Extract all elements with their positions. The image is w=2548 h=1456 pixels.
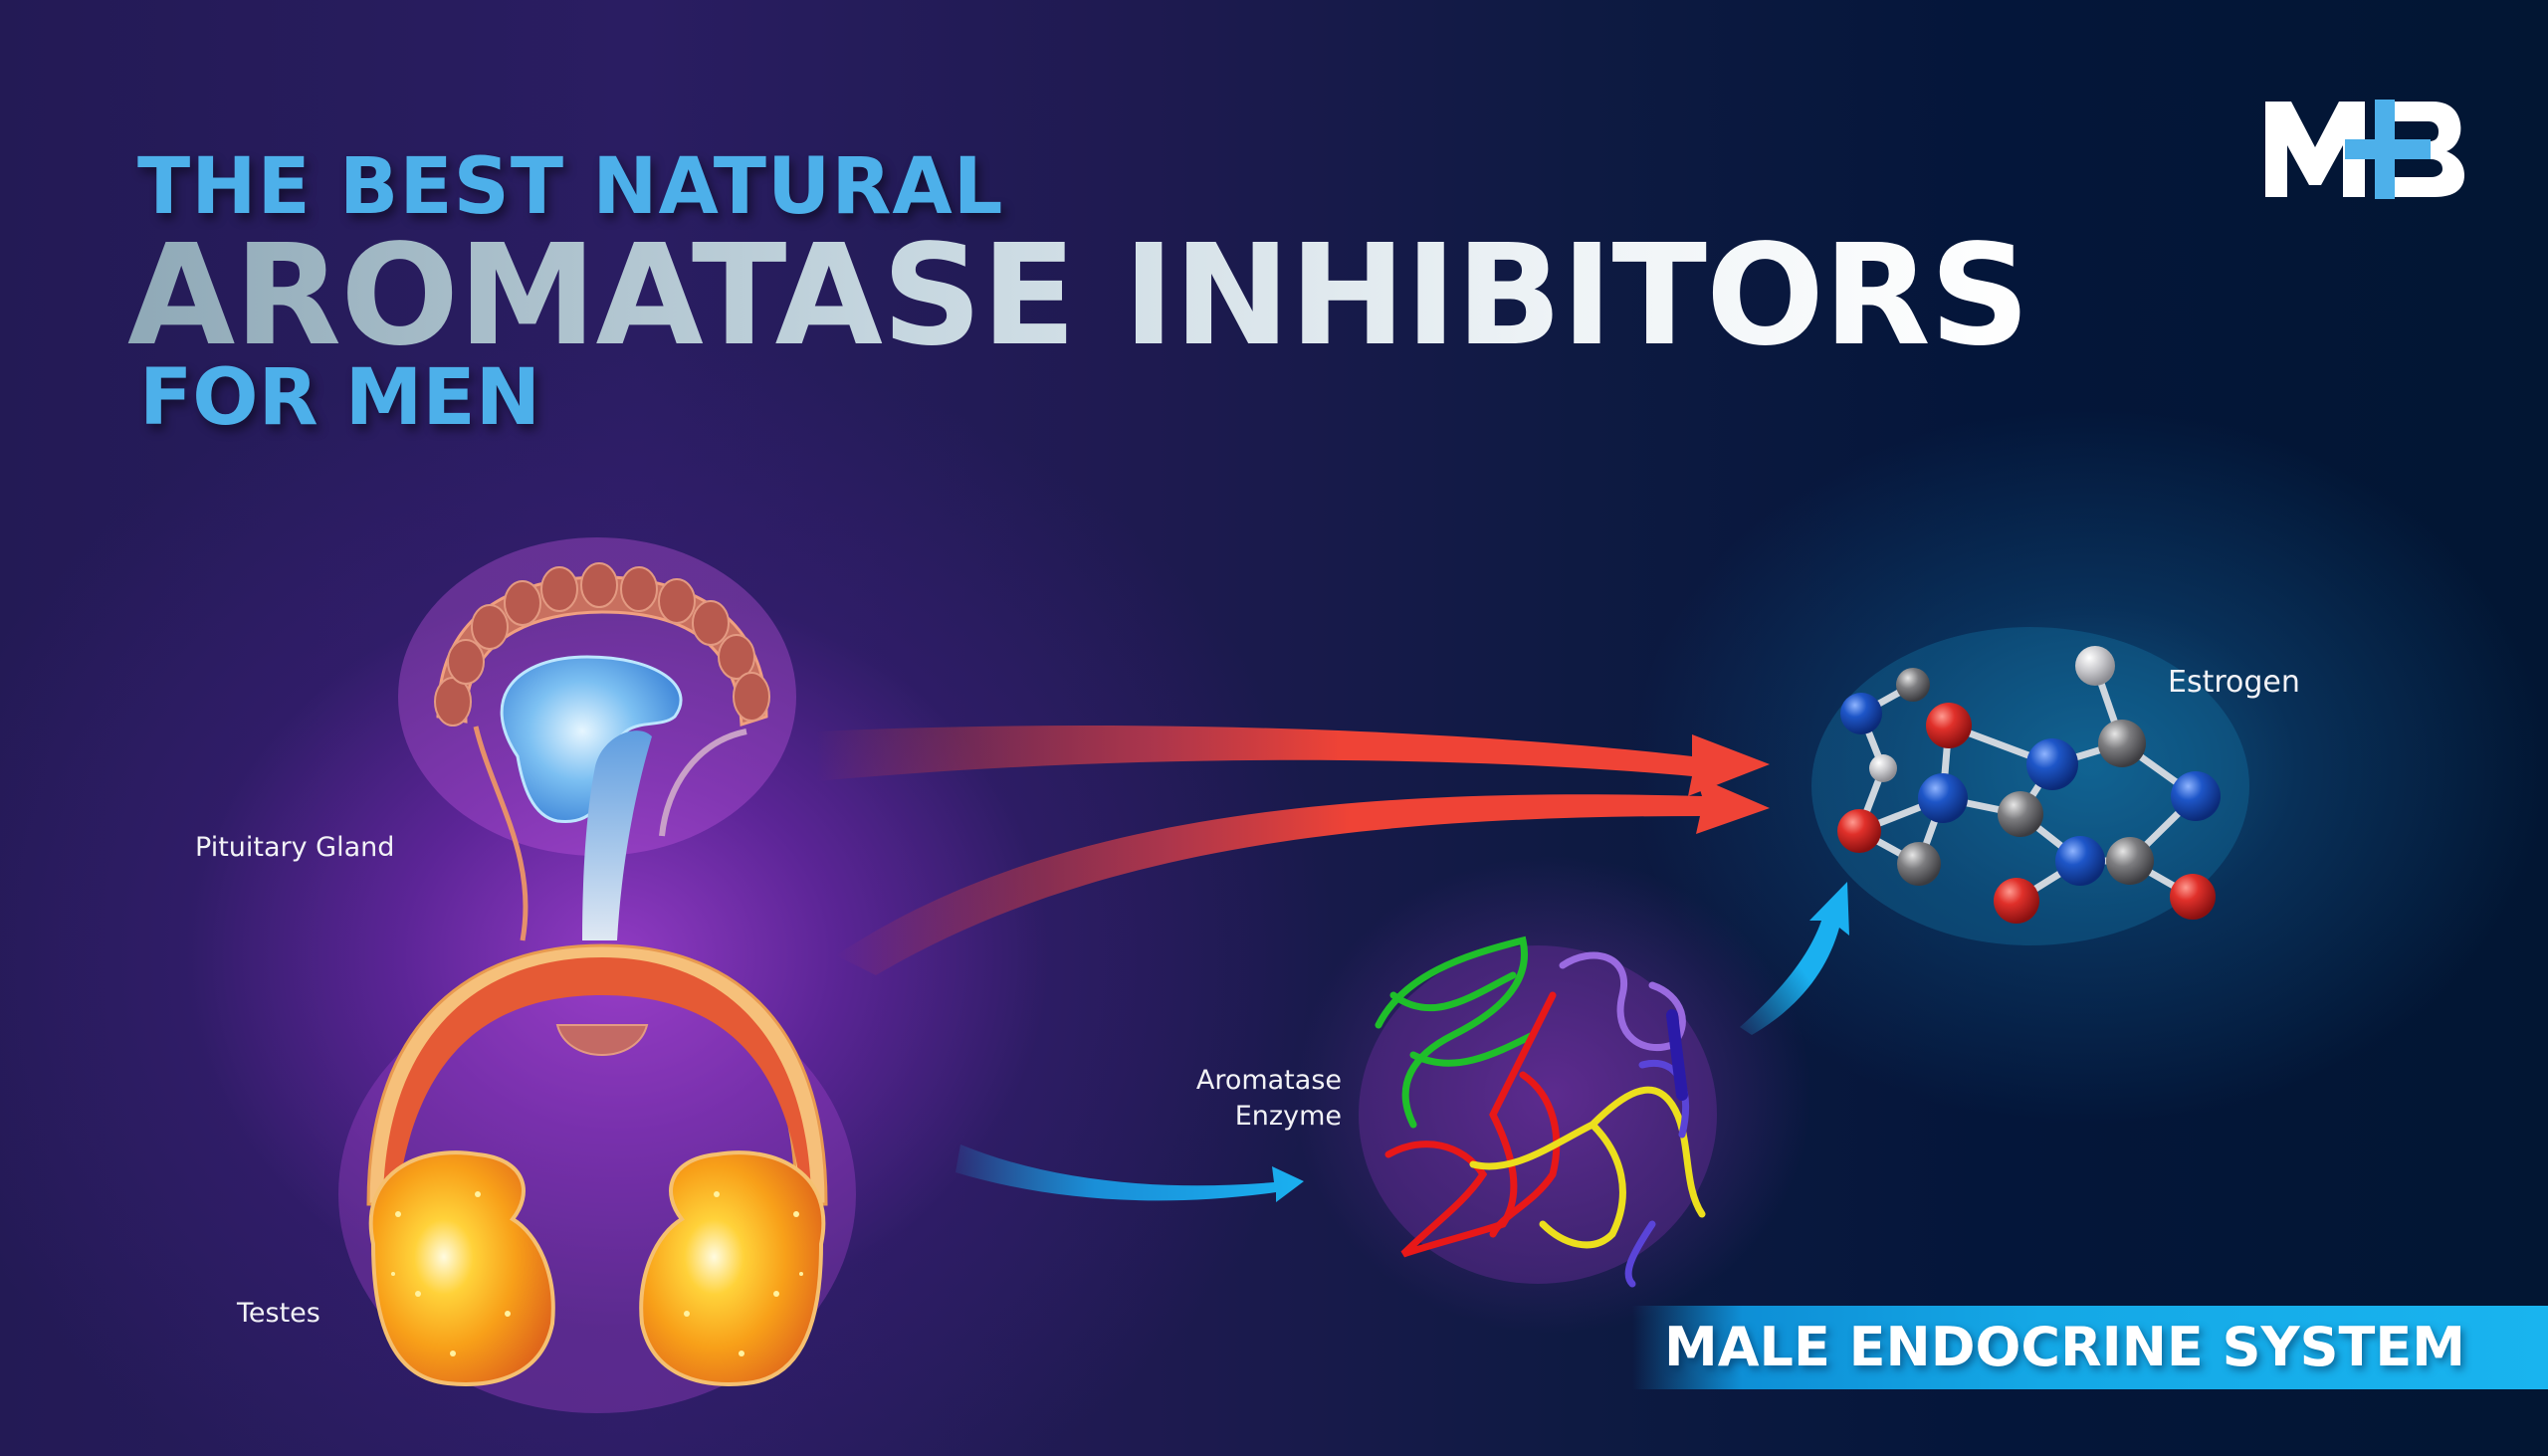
title-line-1: THE BEST NATURAL: [137, 142, 1004, 232]
title-line-3: FOR MEN: [139, 353, 540, 443]
pituitary-gland-illustration: [398, 537, 796, 941]
brand-logo: [2265, 98, 2464, 201]
arrow-aromatase-to-estrogen: [1740, 882, 1849, 1035]
aromatase-label-line-2: Enzyme: [1234, 1101, 1342, 1132]
arrow-testes-to-estrogen: [836, 776, 1770, 975]
estrogen-molecule-illustration: [1811, 627, 2249, 945]
aromatase-enzyme-illustration: [1359, 936, 1717, 1288]
pituitary-gland-label: Pituitary Gland: [195, 832, 395, 863]
title-line-2: AROMATASE INHIBITORS: [127, 215, 2030, 377]
testes-illustration: [338, 943, 856, 1413]
arrow-pituitary-to-estrogen: [816, 726, 1770, 796]
estrogen-label: Estrogen: [2168, 665, 2300, 700]
testes-label: Testes: [237, 1298, 320, 1329]
aromatase-label-line-1: Aromatase: [1195, 1065, 1342, 1096]
arrow-testes-to-aromatase: [956, 1144, 1304, 1202]
aromatase-enzyme-label: Aromatase Enzyme: [1180, 1063, 1342, 1135]
banner-text: MALE ENDOCRINE SYSTEM: [1664, 1316, 2465, 1378]
male-endocrine-system-banner: MALE ENDOCRINE SYSTEM: [1632, 1306, 2548, 1389]
mhb-logo-icon: [2265, 100, 2464, 199]
